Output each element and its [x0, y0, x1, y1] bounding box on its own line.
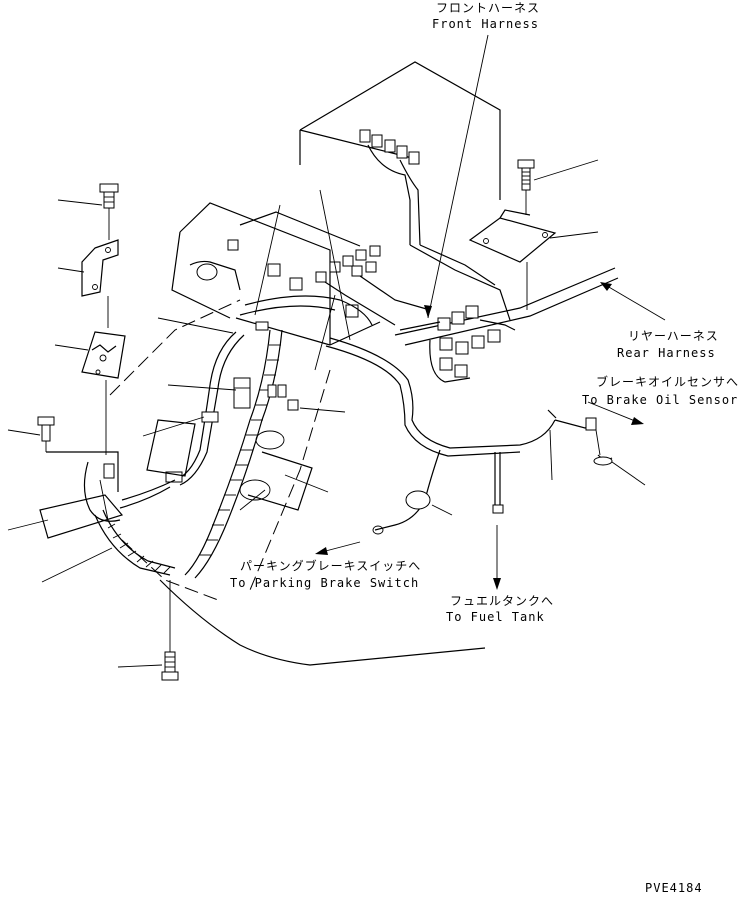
floor-outline	[109, 299, 486, 666]
bolt-top-right	[517, 159, 535, 215]
brake-oil-sensor-label-jp: ブレーキオイルセンサへ	[596, 374, 739, 389]
front-harness-label-en: Front Harness	[432, 17, 539, 31]
labels: フロントハーネス Front Harness リヤーハーネス Rear Harn…	[230, 1, 739, 895]
fuel-tank-label-jp: フュエルタンクへ	[450, 594, 554, 608]
rear-harness-label-jp: リヤーハーネス	[628, 329, 719, 343]
parking-brake-label-en: To Parking Brake Switch	[230, 576, 419, 590]
middle-connectors	[315, 245, 431, 326]
cab-housing	[171, 61, 501, 346]
left-harness	[119, 239, 373, 579]
right-connectors	[399, 305, 516, 383]
fuel-tank-label-en: To Fuel Tank	[446, 610, 545, 624]
front-harness-label-jp: フロントハーネス	[436, 1, 540, 15]
left-bracket-parts	[37, 183, 179, 681]
rear-bracket	[394, 209, 619, 346]
parking-brake-label-jp: パーキングブレーキスイッチへ	[240, 558, 421, 573]
rear-harness-label-en: Rear Harness	[617, 346, 716, 360]
leader-lines	[7, 34, 666, 668]
front-harness-connectors	[359, 129, 511, 321]
main-wire-right	[325, 337, 613, 535]
brake-oil-sensor-label-en: To Brake Oil Sensor	[582, 393, 738, 407]
drawing-number: PVE4184	[645, 881, 703, 895]
